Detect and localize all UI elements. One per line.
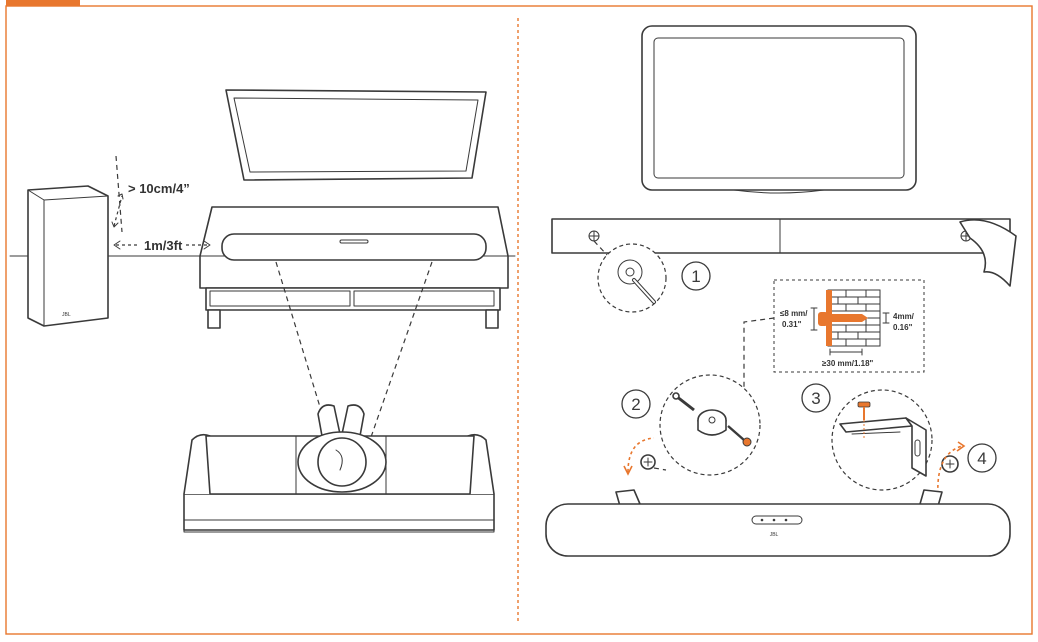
soundbar-icon bbox=[221, 233, 487, 261]
label-distance-side: 1m/3ft bbox=[144, 238, 183, 253]
label-depth: ≥30 mm/1.18" bbox=[822, 359, 874, 368]
screw-head bbox=[818, 312, 828, 326]
wall-anchor-spec: ≤8 mm/ 0.31" 4mm/ 0.16" ≥30 mm/1.18" bbox=[773, 279, 925, 373]
corner-tab bbox=[6, 0, 80, 6]
svg-text:2: 2 bbox=[631, 395, 640, 414]
screw-location-left bbox=[623, 437, 667, 476]
page-frame bbox=[5, 0, 1033, 635]
brick-wall bbox=[827, 289, 881, 347]
left-panel-placement: JBL > 10cm/4” 1m/3ft bbox=[9, 89, 516, 533]
step2-anchor-detail bbox=[659, 374, 761, 476]
tv-icon bbox=[225, 89, 487, 181]
bracket-plate bbox=[826, 290, 832, 346]
soundbar-icon: JBL bbox=[545, 489, 1011, 557]
template-peel-corner bbox=[959, 219, 1017, 287]
svg-text:3: 3 bbox=[811, 389, 820, 408]
tv-icon bbox=[641, 25, 917, 194]
label-diameter: 4mm/ bbox=[893, 312, 915, 321]
screw-location-right bbox=[937, 441, 966, 495]
step3-bracket-detail bbox=[831, 389, 933, 491]
svg-text:JBL: JBL bbox=[62, 312, 71, 318]
label-distance-up: > 10cm/4” bbox=[128, 181, 190, 196]
distance-markers: > 10cm/4” 1m/3ft bbox=[111, 155, 211, 253]
tv-stand bbox=[199, 206, 509, 329]
label-diameter-in: 0.16" bbox=[893, 323, 913, 332]
screw-shaft bbox=[832, 314, 862, 322]
label-gap: ≤8 mm/ bbox=[780, 309, 808, 318]
subwoofer-icon: JBL bbox=[27, 185, 109, 327]
svg-text:JBL: JBL bbox=[770, 532, 779, 538]
screw-icon bbox=[857, 401, 871, 440]
wall-anchor-icon bbox=[697, 409, 727, 436]
svg-text:1: 1 bbox=[691, 267, 700, 286]
label-gap-in: 0.31" bbox=[782, 320, 802, 329]
wall-bracket-icon bbox=[839, 417, 927, 477]
step1-drill-detail bbox=[593, 240, 667, 313]
step-4-badge: 4 bbox=[967, 443, 997, 473]
person-icon bbox=[297, 404, 387, 493]
sofa-icon bbox=[183, 433, 495, 533]
step-2-badge: 2 bbox=[621, 389, 651, 419]
right-panel-wall-mount: 1 bbox=[545, 25, 1017, 557]
step-3-badge: 3 bbox=[801, 383, 831, 413]
screw-icon bbox=[672, 392, 695, 412]
svg-text:4: 4 bbox=[977, 449, 986, 468]
step-1-badge: 1 bbox=[681, 261, 711, 291]
